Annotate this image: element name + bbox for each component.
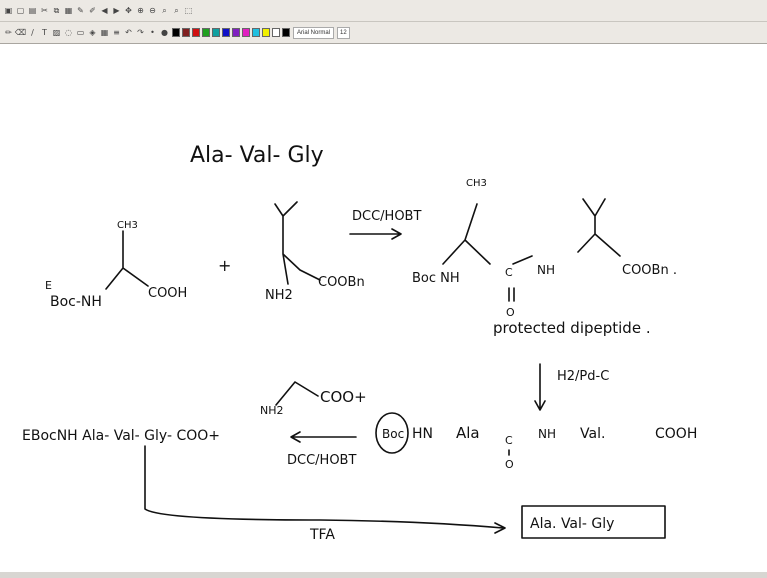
color-swatch-5[interactable] [212,28,220,37]
next-page-icon[interactable]: ▶ [113,6,120,15]
ruler-icon[interactable]: ≡ [113,28,120,37]
reagent-4: TFA [309,527,335,543]
product: Ala. Val- Gly [530,516,614,532]
intermediate-o: O [505,458,514,471]
color-swatch-7[interactable] [232,28,240,37]
eraser-icon[interactable]: ⌫ [14,28,27,37]
color-swatch-8[interactable] [242,28,250,37]
open-icon[interactable]: ▤ [28,6,37,15]
reaction-arrow-1 [349,228,402,240]
zoom-out-icon[interactable]: ⊖ [149,6,156,15]
pen-icon[interactable]: ✎ [77,6,84,15]
boc-circle [375,412,409,454]
prev-page-icon[interactable]: ◀ [101,6,108,15]
ala-ch3: CH3 [117,220,138,231]
zoom-icon[interactable]: ⌕ [162,5,167,15]
ala-e: E [45,279,52,292]
dipeptide-ch3: CH3 [466,178,487,189]
undo-icon[interactable]: ↶ [125,28,132,37]
select-icon[interactable]: ⬚ [184,6,193,15]
image-tool-icon[interactable]: ▨ [52,28,61,37]
dipeptide-boc: Boc NH [412,271,460,286]
cut-icon[interactable]: ✂ [41,6,48,15]
color-swatch-4[interactable] [202,28,210,37]
rectangle-tool-icon[interactable]: ▭ [76,28,85,37]
save-icon[interactable]: ▣ [4,6,13,15]
color-swatch-3[interactable] [192,28,200,37]
intermediate-hn: HN [412,426,433,442]
product-box [521,505,666,539]
zoom-fit-icon[interactable]: ⌕ [174,5,179,15]
highlighter-icon[interactable]: ✐ [89,6,96,15]
reagent-2: H2/Pd-C [557,369,609,384]
copy-icon[interactable]: ⧉ [53,5,60,15]
intermediate-nh: NH [538,427,556,441]
move-icon[interactable]: ✥ [125,6,132,15]
status-bar [0,572,767,578]
intermediate-cooh: COOH [655,426,697,442]
dipeptide-bonds [442,198,621,302]
val-coobn: COOBn [318,275,365,290]
intermediate-val: Val. [580,426,605,442]
paste-icon[interactable]: ▦ [64,6,73,15]
color-swatch-12[interactable] [282,28,290,37]
thick-dot-icon[interactable]: ● [161,28,168,37]
grid-icon[interactable]: ▦ [100,28,109,37]
pen-tool-icon[interactable]: ✏ [5,28,12,37]
zoom-in-icon[interactable]: ⊕ [137,6,144,15]
intermediate-c: C [505,434,513,447]
ala-cooh: COOH [148,286,187,301]
color-swatch-1[interactable] [172,28,180,37]
color-swatch-6[interactable] [222,28,230,37]
gly-nh2: NH2 [260,404,284,417]
lasso-icon[interactable]: ◌ [65,28,72,37]
color-palette [172,28,290,37]
reaction-arrow-4 [144,445,506,534]
color-swatch-11[interactable] [272,28,280,37]
color-swatch-10[interactable] [262,28,270,37]
fill-icon[interactable]: ◈ [89,28,96,37]
reagent-1: DCC/HOBT [352,209,421,224]
redo-icon[interactable]: ↷ [137,28,144,37]
top-toolbar: ▣ ▢ ▤ ✂ ⧉ ▦ ✎ ✐ ◀ ▶ ✥ ⊕ ⊖ ⌕ ⌕ ⬚ [0,0,767,22]
whiteboard-canvas[interactable]: Ala- Val- Gly CH3 E Boc-NH COOH + NH2 CO… [0,44,767,572]
reagent-3: DCC/HOBT [287,453,356,468]
font-name-box[interactable]: Arial Normal [293,26,335,39]
reaction-arrow-3 [290,431,357,443]
new-page-icon[interactable]: ▢ [16,6,25,15]
text-tool-icon[interactable]: T [42,28,47,37]
color-swatch-9[interactable] [252,28,260,37]
dipeptide-o: O [506,306,515,319]
dipeptide-c: C [505,266,513,279]
gly-ester-bonds [275,381,319,406]
line-tool-icon[interactable]: ∕ [31,28,34,37]
plus-sign: + [218,256,231,275]
title-text: Ala- Val- Gly [190,143,324,168]
alanine-bonds [105,230,149,290]
dipeptide-label: protected dipeptide . [493,319,651,337]
tripeptide: EBocNH Ala- Val- Gly- COO+ [22,428,220,444]
reaction-arrow-2 [534,363,546,411]
intermediate-boc: Boc [382,427,404,441]
thin-dot-icon[interactable]: • [150,28,155,37]
intermediate-ala: Ala [456,424,480,442]
color-swatch-2[interactable] [182,28,190,37]
dipeptide-coobn: COOBn . [622,263,677,278]
val-nh2: NH2 [265,288,293,303]
ala-boc: Boc-NH [50,294,102,310]
font-size-box[interactable]: 12 [337,26,350,39]
gly-coo: COO+ [320,388,367,406]
valine-bonds [274,201,321,285]
drawing-toolbar: ✏ ⌫ ∕ T ▨ ◌ ▭ ◈ ▦ ≡ ↶ ↷ • ● Arial Normal… [0,22,767,44]
dipeptide-nh: NH [537,263,555,277]
